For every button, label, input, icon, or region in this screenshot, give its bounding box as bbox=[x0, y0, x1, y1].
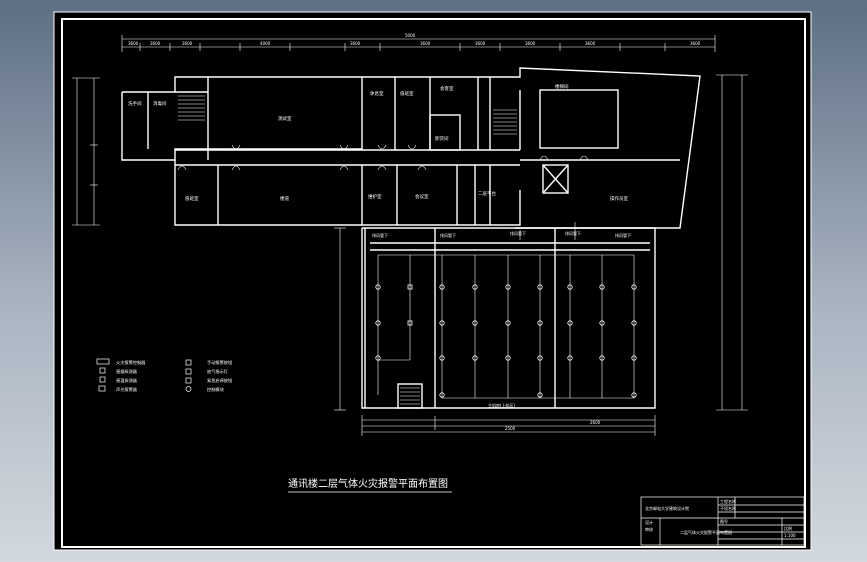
legend: 火灾报警控制器 感烟探测器 感温探测器 声光报警器 手动报警按钮 放气指示灯 紧… bbox=[96, 358, 232, 393]
detectors bbox=[375, 284, 637, 398]
title-block-field: 子项名称 bbox=[720, 505, 736, 511]
dimension-label: 3600 bbox=[182, 41, 193, 46]
legend-label: 感烟探测器 bbox=[116, 368, 138, 375]
indicator-symbol bbox=[185, 368, 192, 375]
room-labels: 洗手间 消毒间 测试室 休息室 值班室 会客室 楼梯间 值班室 楼道 维护室 卸… bbox=[128, 83, 628, 202]
legend-label: 感温探测器 bbox=[116, 377, 138, 384]
machine-room-walls bbox=[361, 227, 656, 409]
dimension-label: 2500 bbox=[505, 426, 516, 431]
room-label: 休息室 bbox=[370, 90, 384, 97]
title-block bbox=[640, 496, 805, 546]
dimension-label: 3600 bbox=[585, 41, 596, 46]
room-label: 维护室 bbox=[368, 193, 382, 200]
alarm-symbol bbox=[98, 385, 106, 392]
institute-name: 北京邮电大学建筑设计院 bbox=[645, 505, 689, 511]
controller-symbol bbox=[96, 358, 110, 365]
stair-lower bbox=[400, 387, 420, 405]
dimension-label: 3600 bbox=[525, 41, 536, 46]
annotation: 排风管下 bbox=[372, 232, 388, 238]
title-block-field: 比例 bbox=[784, 525, 792, 531]
title-block-field: 图号 bbox=[720, 518, 728, 524]
dimension-label: 3600 bbox=[150, 41, 161, 46]
dimension-label: 5000 bbox=[405, 33, 416, 38]
dimension-label: 3600 bbox=[420, 41, 431, 46]
legend-label: 火灾报警控制器 bbox=[116, 359, 146, 366]
manual-button-symbol bbox=[185, 359, 192, 366]
title-block-field: 设计 bbox=[645, 519, 653, 525]
right-dimensions bbox=[716, 74, 748, 411]
module-symbol bbox=[185, 386, 192, 392]
annotation: 主机房(上机区) bbox=[488, 402, 516, 408]
drawing-sheet bbox=[53, 11, 812, 551]
room-label: 操作员室 bbox=[610, 195, 628, 202]
room-label: 洗手间 bbox=[128, 100, 142, 107]
title-block-drawing-name: 二层气体火灾报警平面布置图 bbox=[680, 529, 732, 535]
legend-label: 声光报警器 bbox=[116, 386, 138, 393]
bottom-dimensions bbox=[334, 227, 656, 436]
dimension-label: 4000 bbox=[260, 41, 271, 46]
drawing-border bbox=[61, 18, 806, 548]
room-label: 测试室 bbox=[278, 115, 292, 122]
dimension-label: 3600 bbox=[128, 41, 139, 46]
annotations: 排风管下 排风管下 排风管下 排风管下 排风管下 主机房(上机区) bbox=[372, 230, 631, 408]
stop-button-symbol bbox=[185, 377, 192, 384]
smoke-detector-symbol bbox=[99, 367, 106, 374]
dimension-label: 2600 bbox=[590, 420, 601, 425]
room-label: 二层平台 bbox=[478, 190, 496, 197]
legend-label: 放气指示灯 bbox=[207, 368, 229, 375]
drawing-title: 通讯楼二层气体火灾报警平面布置图 bbox=[288, 477, 448, 490]
dimension-label: 3600 bbox=[690, 41, 701, 46]
legend-label: 手动报警按钮 bbox=[207, 359, 232, 366]
annotation: 排风管下 bbox=[440, 232, 456, 238]
left-dimensions bbox=[72, 77, 100, 226]
room-label: 值班室 bbox=[400, 90, 414, 97]
title-block-field: 审核 bbox=[645, 526, 653, 532]
room-label: 会客室 bbox=[440, 85, 454, 92]
title-block-text: 北京邮电大学建筑设计院 二层气体火灾报警平面布置图 工程名称 子项名称 图号 设… bbox=[645, 498, 796, 538]
legend-label: 紧急启停按钮 bbox=[207, 377, 232, 384]
room-label: 卸货间 bbox=[435, 135, 449, 142]
dimension-label: 3600 bbox=[475, 41, 486, 46]
upper-building-walls bbox=[121, 67, 701, 229]
room-label: 会议室 bbox=[415, 193, 429, 200]
stair-upper bbox=[178, 95, 517, 135]
annotation: 排风管下 bbox=[510, 230, 526, 236]
room-label: 消毒间 bbox=[153, 100, 167, 107]
annotation: 排风管下 bbox=[615, 232, 631, 238]
annotation: 排风管下 bbox=[565, 230, 581, 236]
scale-value: 1:100 bbox=[784, 533, 796, 538]
heat-detector-symbol bbox=[99, 376, 106, 383]
legend-label: 控制模块 bbox=[207, 386, 225, 393]
dimension-labels: 5000 3600 3600 3600 4000 3600 3600 3600 … bbox=[128, 33, 701, 431]
room-label: 楼道 bbox=[280, 195, 289, 202]
room-label: 楼梯间 bbox=[555, 83, 569, 90]
dimension-label: 3600 bbox=[350, 41, 361, 46]
title-block-field: 工程名称 bbox=[720, 498, 736, 504]
door-marks bbox=[177, 144, 589, 171]
top-dimensions bbox=[121, 35, 716, 52]
room-label: 值班室 bbox=[185, 195, 199, 202]
